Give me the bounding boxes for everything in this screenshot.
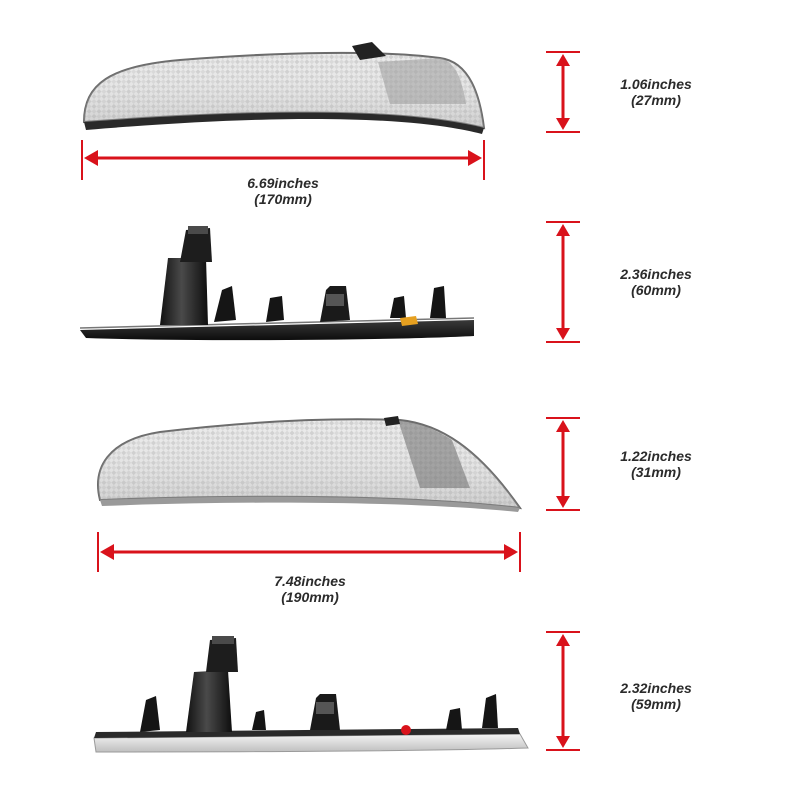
side1-height-label: 2.36inches (60mm) [586, 266, 726, 298]
mid-height-arrow [546, 417, 580, 511]
top-height-arrow [546, 51, 580, 133]
top-width-arrow [81, 140, 485, 180]
dimension-arrows [81, 51, 580, 751]
mid-width-mm: (190mm) [281, 589, 339, 605]
mid-height-mm: (31mm) [631, 464, 681, 480]
side2-height-arrow [546, 631, 580, 751]
top-height-mm: (27mm) [631, 92, 681, 108]
top-width-inches: 6.69inches [247, 175, 319, 191]
mid-height-inches: 1.22inches [620, 448, 692, 464]
mid-width-label: 7.48inches (190mm) [240, 573, 380, 605]
mid-width-inches: 7.48inches [274, 573, 346, 589]
top-width-label: 6.69inches (170mm) [213, 175, 353, 207]
side2-height-mm: (59mm) [631, 696, 681, 712]
top-height-inches: 1.06inches [620, 76, 692, 92]
top-height-label: 1.06inches (27mm) [586, 76, 726, 108]
top-width-mm: (170mm) [254, 191, 312, 207]
mid-width-arrow [97, 532, 521, 572]
side2-height-inches: 2.32inches [620, 680, 692, 696]
side1-height-mm: (60mm) [631, 282, 681, 298]
side1-height-inches: 2.36inches [620, 266, 692, 282]
middle-lens-front-view [97, 416, 523, 512]
side-view-2 [93, 636, 529, 753]
mid-height-label: 1.22inches (31mm) [586, 448, 726, 480]
side-view-1 [79, 226, 475, 341]
side1-height-arrow [546, 221, 580, 343]
top-lens-front-view [82, 42, 486, 134]
side2-height-label: 2.32inches (59mm) [586, 680, 726, 712]
